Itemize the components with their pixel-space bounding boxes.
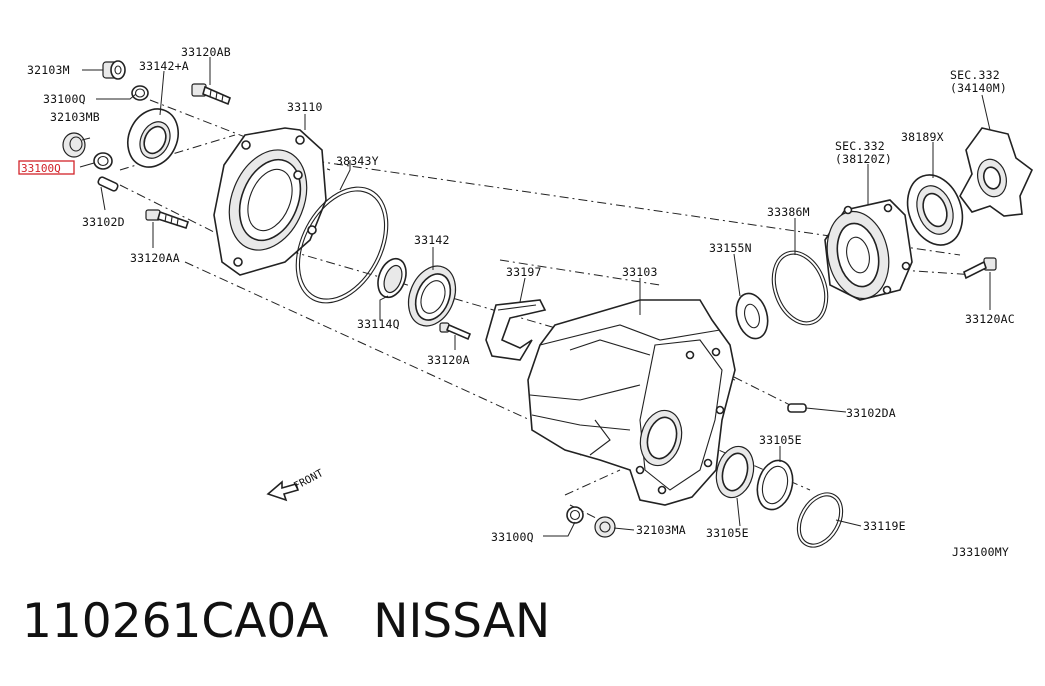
label-33386M[interactable]: 33386M [767,205,810,219]
label-33102D[interactable]: 33102D [82,215,125,229]
transfer-case-33103 [527,299,736,506]
bolt-33120AB [191,83,231,106]
label-33142A[interactable]: 33142+A [139,59,189,73]
label-33100Q-top[interactable]: 33100Q [43,92,86,106]
label-33110[interactable]: 33110 [287,100,323,114]
seal-38189X [906,174,964,246]
label-32103M[interactable]: 32103M [27,63,70,77]
seal-33105E-top [756,459,794,511]
o-ring-33119E [796,492,844,548]
label-sec332-34140M-line1[interactable]: SEC.332 [950,68,1000,82]
label-sec332-34140M-line2[interactable]: (34140M) [950,81,1007,95]
label-33119E[interactable]: 33119E [863,519,906,533]
label-sec332-38120Z-line1[interactable]: SEC.332 [835,139,885,153]
label-38189X[interactable]: 38189X [901,130,944,144]
washer-33100Q-bottom [566,506,584,524]
diagram-code: J33100MY [952,545,1009,559]
label-33114Q[interactable]: 33114Q [357,317,400,331]
o-ring-38343Y [295,186,389,304]
label-33142[interactable]: 33142 [414,233,450,247]
washer-33100Q-highlighted [93,152,113,170]
o-ring-33386M [771,250,829,326]
seal-33114Q [377,257,407,299]
bolt-33120A [439,322,472,341]
bolt-33120AA [145,209,190,230]
label-front: FRONT [292,467,326,493]
shim-33155N [735,292,769,340]
label-33105E-bottom[interactable]: 33105E [706,526,749,540]
plug-32103MA [594,516,616,538]
seal-33105E-bottom [715,445,755,499]
brand-name: NISSAN [373,594,551,649]
label-33120A[interactable]: 33120A [427,353,470,367]
label-33103[interactable]: 33103 [622,265,658,279]
leader-lines [79,57,991,537]
retainer-housing-33110 [213,127,327,276]
label-33120AA[interactable]: 33120AA [130,251,180,265]
label-33100Q-highlighted[interactable]: 33100Q [21,162,61,175]
label-33105E-top[interactable]: 33105E [759,433,802,447]
label-33120AC[interactable]: 33120AC [965,312,1015,326]
oil-seal-33142A [127,108,179,168]
label-38343Y[interactable]: 38343Y [336,154,379,168]
label-33197[interactable]: 33197 [506,265,542,279]
front-direction-arrow [266,480,300,502]
dowel-pin-33102D [97,176,119,192]
label-32103MB[interactable]: 32103MB [50,110,100,124]
washer-33100Q-top [131,85,149,101]
highlight-box [18,160,75,175]
drain-plug-32103M [102,60,126,80]
bracket-33197 [485,299,547,361]
footer-caption: 110261CA0A NISSAN [22,598,550,645]
part-labels: 32103M 33100Q 32103MB 33100Q 33102D 3312… [18,45,1015,559]
label-sec332-38120Z-line2[interactable]: (38120Z) [835,152,892,166]
bolt-33120AC [963,257,997,280]
label-33100Q-bottom[interactable]: 33100Q [491,530,534,544]
label-32103MA[interactable]: 32103MA [636,523,686,537]
label-33102DA[interactable]: 33102DA [846,406,896,420]
flange-34140M [959,127,1033,217]
plug-32103MB [62,132,86,158]
label-33120AB[interactable]: 33120AB [181,45,231,59]
dowel-pin-33102DA [787,403,807,413]
bearing-38120Z [824,199,913,301]
label-33155N[interactable]: 33155N [709,241,752,255]
seal-33142 [407,265,457,327]
part-number: 110261CA0A [22,594,329,649]
